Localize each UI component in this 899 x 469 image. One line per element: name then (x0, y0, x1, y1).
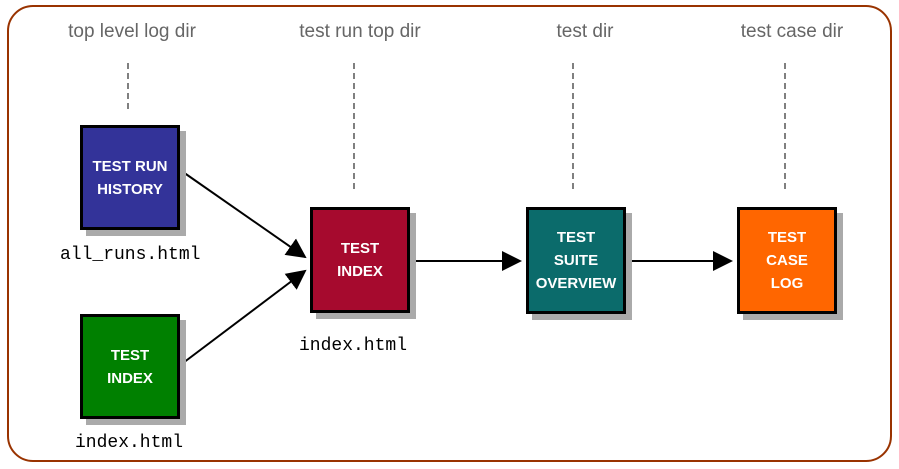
box-label-line: TEST RUN (92, 157, 168, 175)
box-label-line: CASE (766, 252, 808, 269)
box-label-line: HISTORY (97, 180, 163, 198)
column-header-test-dir: test dir (556, 21, 614, 42)
box-label-line: TEST (340, 240, 380, 257)
box-label-line: SUITE (553, 252, 599, 269)
box-test-case-log: TEST CASE LOG (737, 207, 837, 314)
box-label-line: TEST (110, 346, 150, 364)
box-label-line: INDEX (107, 369, 153, 387)
box-test-suite-overview: TEST SUITE OVERVIEW (526, 207, 626, 314)
box-test-index-toplevel: TEST INDEX (80, 314, 180, 419)
box-label-line: TEST (767, 229, 807, 246)
frame-border (7, 5, 892, 462)
file-label-index-toplevel: index.html (75, 433, 184, 453)
column-header-test-run-top-dir: test run top dir (299, 21, 421, 42)
column-header-top-level-log-dir: top level log dir (68, 21, 196, 42)
file-label-all-runs: all_runs.html (60, 245, 201, 265)
box-test-index-testrun: TEST INDEX (310, 207, 410, 313)
box-label-line: LOG (770, 275, 804, 292)
box-test-run-history: TEST RUN HISTORY (80, 125, 180, 230)
box-label-line: OVERVIEW (535, 275, 617, 292)
file-label-index-testrun: index.html (299, 336, 408, 356)
box-label-line: INDEX (337, 263, 383, 280)
box-label-line: TEST (556, 229, 596, 246)
column-header-test-case-dir: test case dir (740, 21, 844, 42)
